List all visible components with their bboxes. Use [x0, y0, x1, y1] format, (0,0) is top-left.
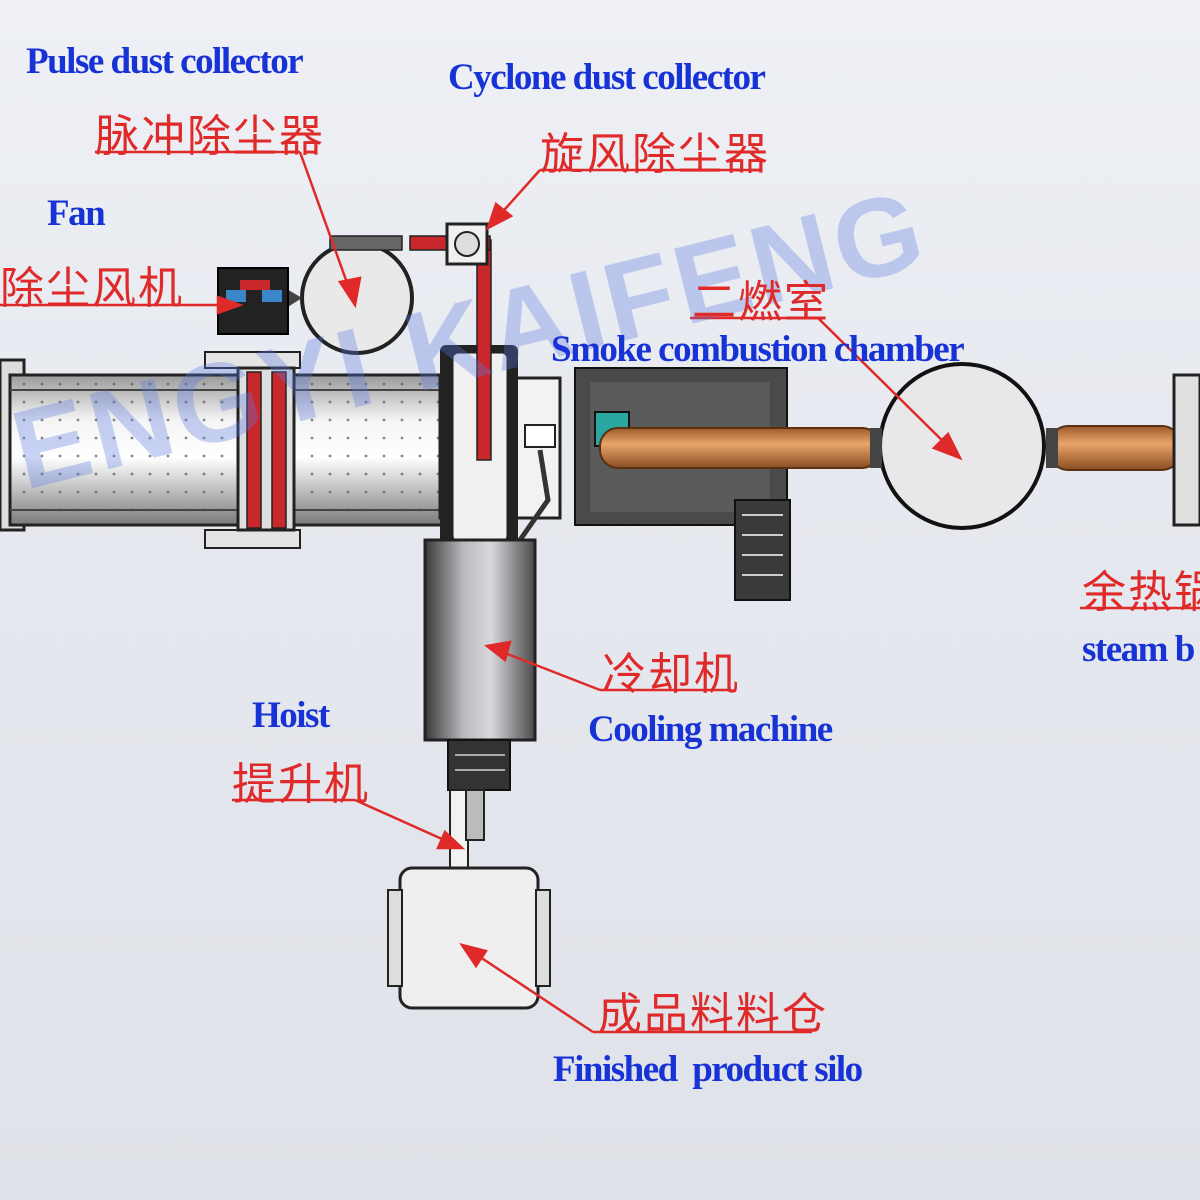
- cyclone-dust-collector-label-cn: 旋风除尘器: [540, 129, 770, 180]
- pulse-dust-collector-label-cn: 脉冲除尘器: [95, 111, 325, 162]
- flue-duct: [599, 425, 1181, 471]
- fan-label-cn: 除尘风机: [0, 263, 184, 314]
- steam-boiler-label-cn: 余热锅: [1082, 567, 1200, 618]
- steam-boiler: [1172, 373, 1200, 527]
- cyclone-dust-collector-label-en: Cyclone dust collector: [448, 57, 766, 98]
- fan-label-en: Fan: [47, 193, 106, 234]
- cooling-machine-label-cn: 冷却机: [602, 649, 740, 700]
- combustion-chamber-label-en: Smoke combustion chamber: [551, 329, 965, 370]
- hoist-label-en: Hoist: [252, 695, 330, 736]
- burner-house: [574, 367, 791, 601]
- pulse-dust-collector-label-en: Pulse dust collector: [26, 41, 304, 82]
- smoke-combustion-chamber: [870, 362, 1058, 530]
- rotary-kiln: [0, 351, 452, 549]
- label-pointers: [0, 150, 1200, 1034]
- silo-label-en: Finished product silo: [553, 1049, 863, 1090]
- hoist-label-cn: 提升机: [232, 759, 370, 810]
- cyclone-dust-collector: [445, 222, 489, 266]
- combustion-chamber-label-cn: 二燃室: [692, 277, 830, 328]
- steam-boiler-label-en: steam b: [1082, 629, 1195, 670]
- cooling-machine: [423, 345, 537, 791]
- cooling-machine-label-en: Cooling machine: [588, 709, 833, 750]
- silo-label-cn: 成品料料仓: [598, 989, 828, 1040]
